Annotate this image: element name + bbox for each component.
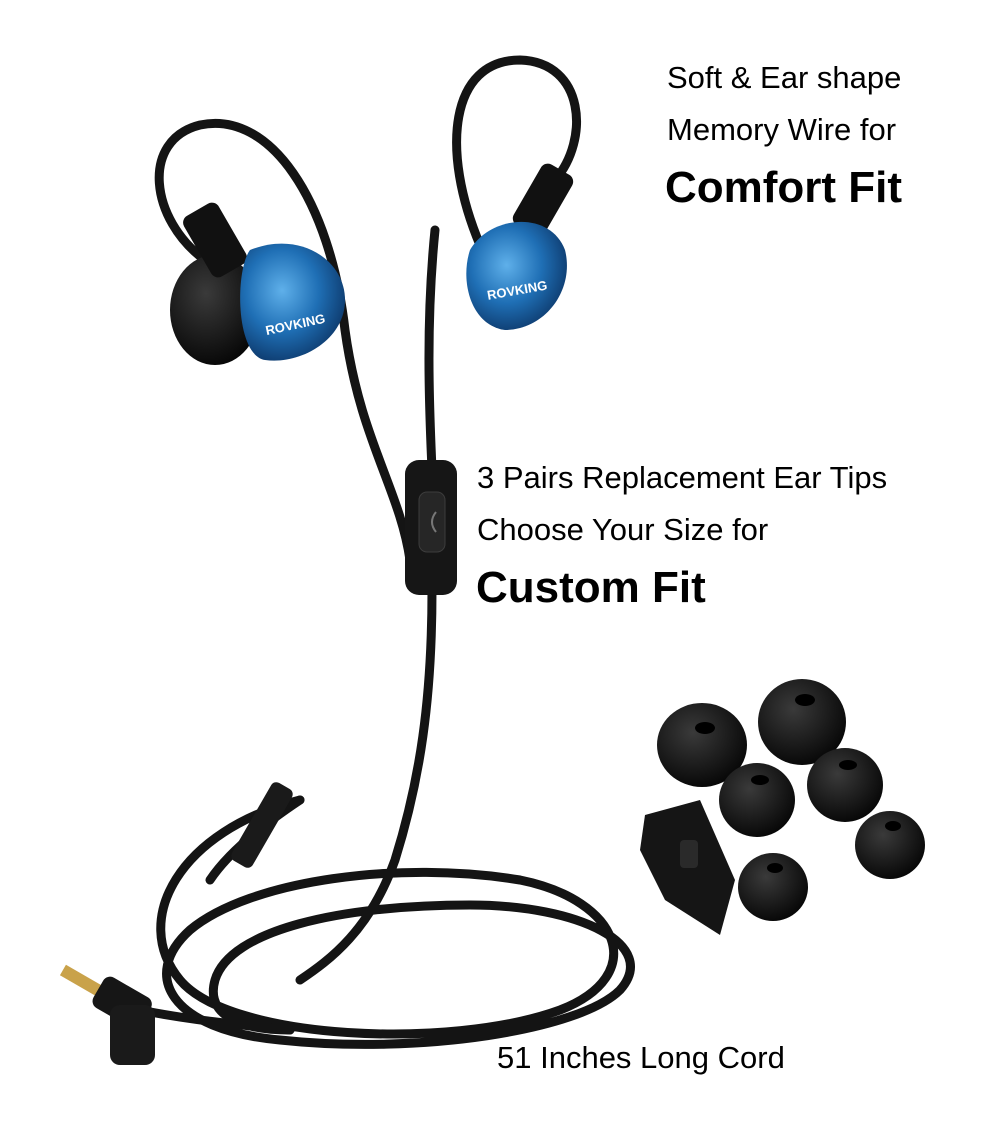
right-earbud: ROVKING	[466, 163, 574, 330]
ear-tip-medium	[719, 763, 795, 837]
cable-splitter	[231, 782, 293, 868]
ear-tip-large	[758, 679, 846, 765]
jack-cable	[135, 1005, 295, 1035]
ear-tip-small	[738, 853, 808, 921]
cord-coil	[156, 795, 635, 1049]
replacement-ear-tips	[640, 679, 925, 935]
comfort-line-1: Soft & Ear shape	[667, 60, 902, 95]
cord-length-label: 51 Inches Long Cord	[497, 1040, 785, 1075]
main-cord	[295, 585, 437, 985]
custom-line-1: 3 Pairs Replacement Ear Tips	[477, 460, 888, 495]
comfort-line-2: Memory Wire for	[667, 112, 897, 147]
audio-jack	[59, 964, 155, 1065]
custom-headline: Custom Fit	[476, 563, 706, 612]
ear-tip-small	[855, 811, 925, 879]
ear-tip-large	[657, 703, 747, 787]
comfort-headline: Comfort Fit	[665, 163, 903, 212]
left-ear-hook	[154, 118, 415, 565]
left-earbud: ROVKING	[170, 202, 345, 365]
ear-tip-medium	[807, 748, 883, 822]
right-ear-hook	[452, 55, 582, 250]
custom-line-2: Choose Your Size for	[477, 512, 769, 547]
right-cable	[424, 225, 440, 475]
